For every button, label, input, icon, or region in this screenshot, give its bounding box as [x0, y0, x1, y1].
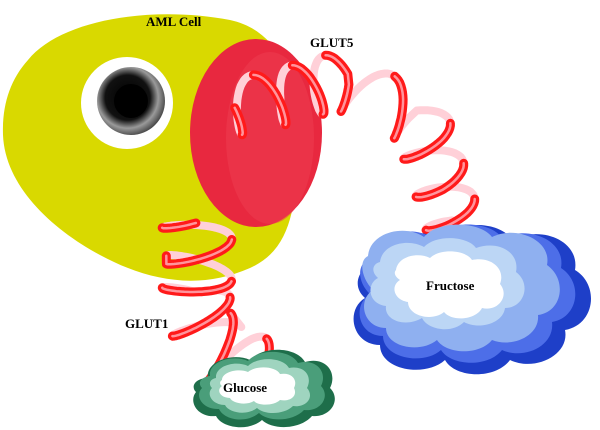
glut1-label: GLUT1 [125, 316, 168, 331]
glucose-cloud-icon [193, 349, 335, 428]
eye-icon [81, 57, 173, 149]
helix-highlight [233, 54, 476, 232]
glut1-transporter-helix [157, 218, 274, 385]
cell-label: AML Cell [146, 14, 202, 29]
glut5-transporter-helix [230, 50, 480, 236]
helix-highlight [160, 221, 271, 382]
glut5-label: GLUT5 [310, 35, 354, 50]
glucose-label: Glucose [223, 380, 267, 395]
fructose-label: Fructose [426, 278, 475, 293]
fructose-cloud-icon [353, 224, 592, 375]
